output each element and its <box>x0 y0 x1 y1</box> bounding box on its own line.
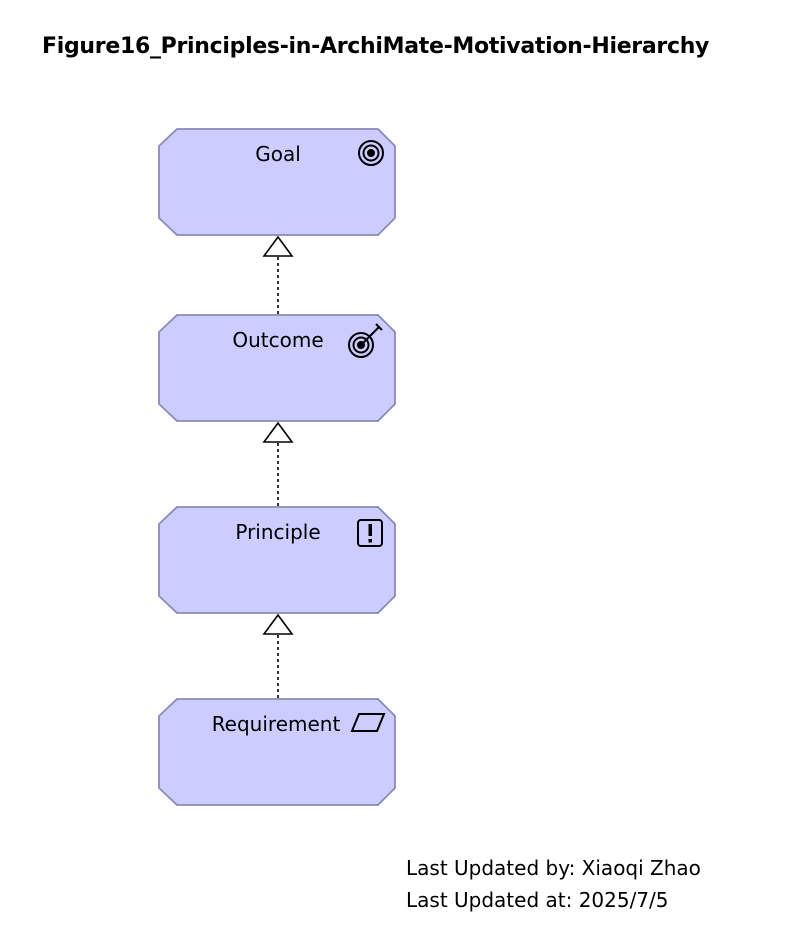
last-updated-at: Last Updated at: 2025/7/5 <box>406 888 669 912</box>
element-goal[interactable]: Goal <box>158 128 396 236</box>
element-outcome-label: Outcome <box>232 328 323 352</box>
goal-icon <box>358 140 384 166</box>
relationship-principle-outcome[interactable] <box>262 421 294 506</box>
realization-arrowhead <box>262 421 294 443</box>
element-goal-label: Goal <box>255 142 301 166</box>
requirement-icon <box>350 713 386 732</box>
last-updated-by: Last Updated by: Xiaoqi Zhao <box>406 856 701 880</box>
element-principle-label: Principle <box>235 520 320 544</box>
relationship-requirement-principle[interactable] <box>262 613 294 698</box>
realization-arrowhead <box>262 235 294 257</box>
principle-icon <box>357 519 383 547</box>
element-requirement[interactable]: Requirement <box>158 698 396 806</box>
element-requirement-label: Requirement <box>212 712 341 736</box>
element-principle[interactable]: Principle <box>158 506 396 614</box>
relationship-outcome-goal[interactable] <box>262 235 294 314</box>
outcome-icon <box>348 323 383 358</box>
element-outcome[interactable]: Outcome <box>158 314 396 422</box>
diagram-title: Figure16_Principles-in-ArchiMate-Motivat… <box>42 34 710 59</box>
realization-arrowhead <box>262 613 294 635</box>
